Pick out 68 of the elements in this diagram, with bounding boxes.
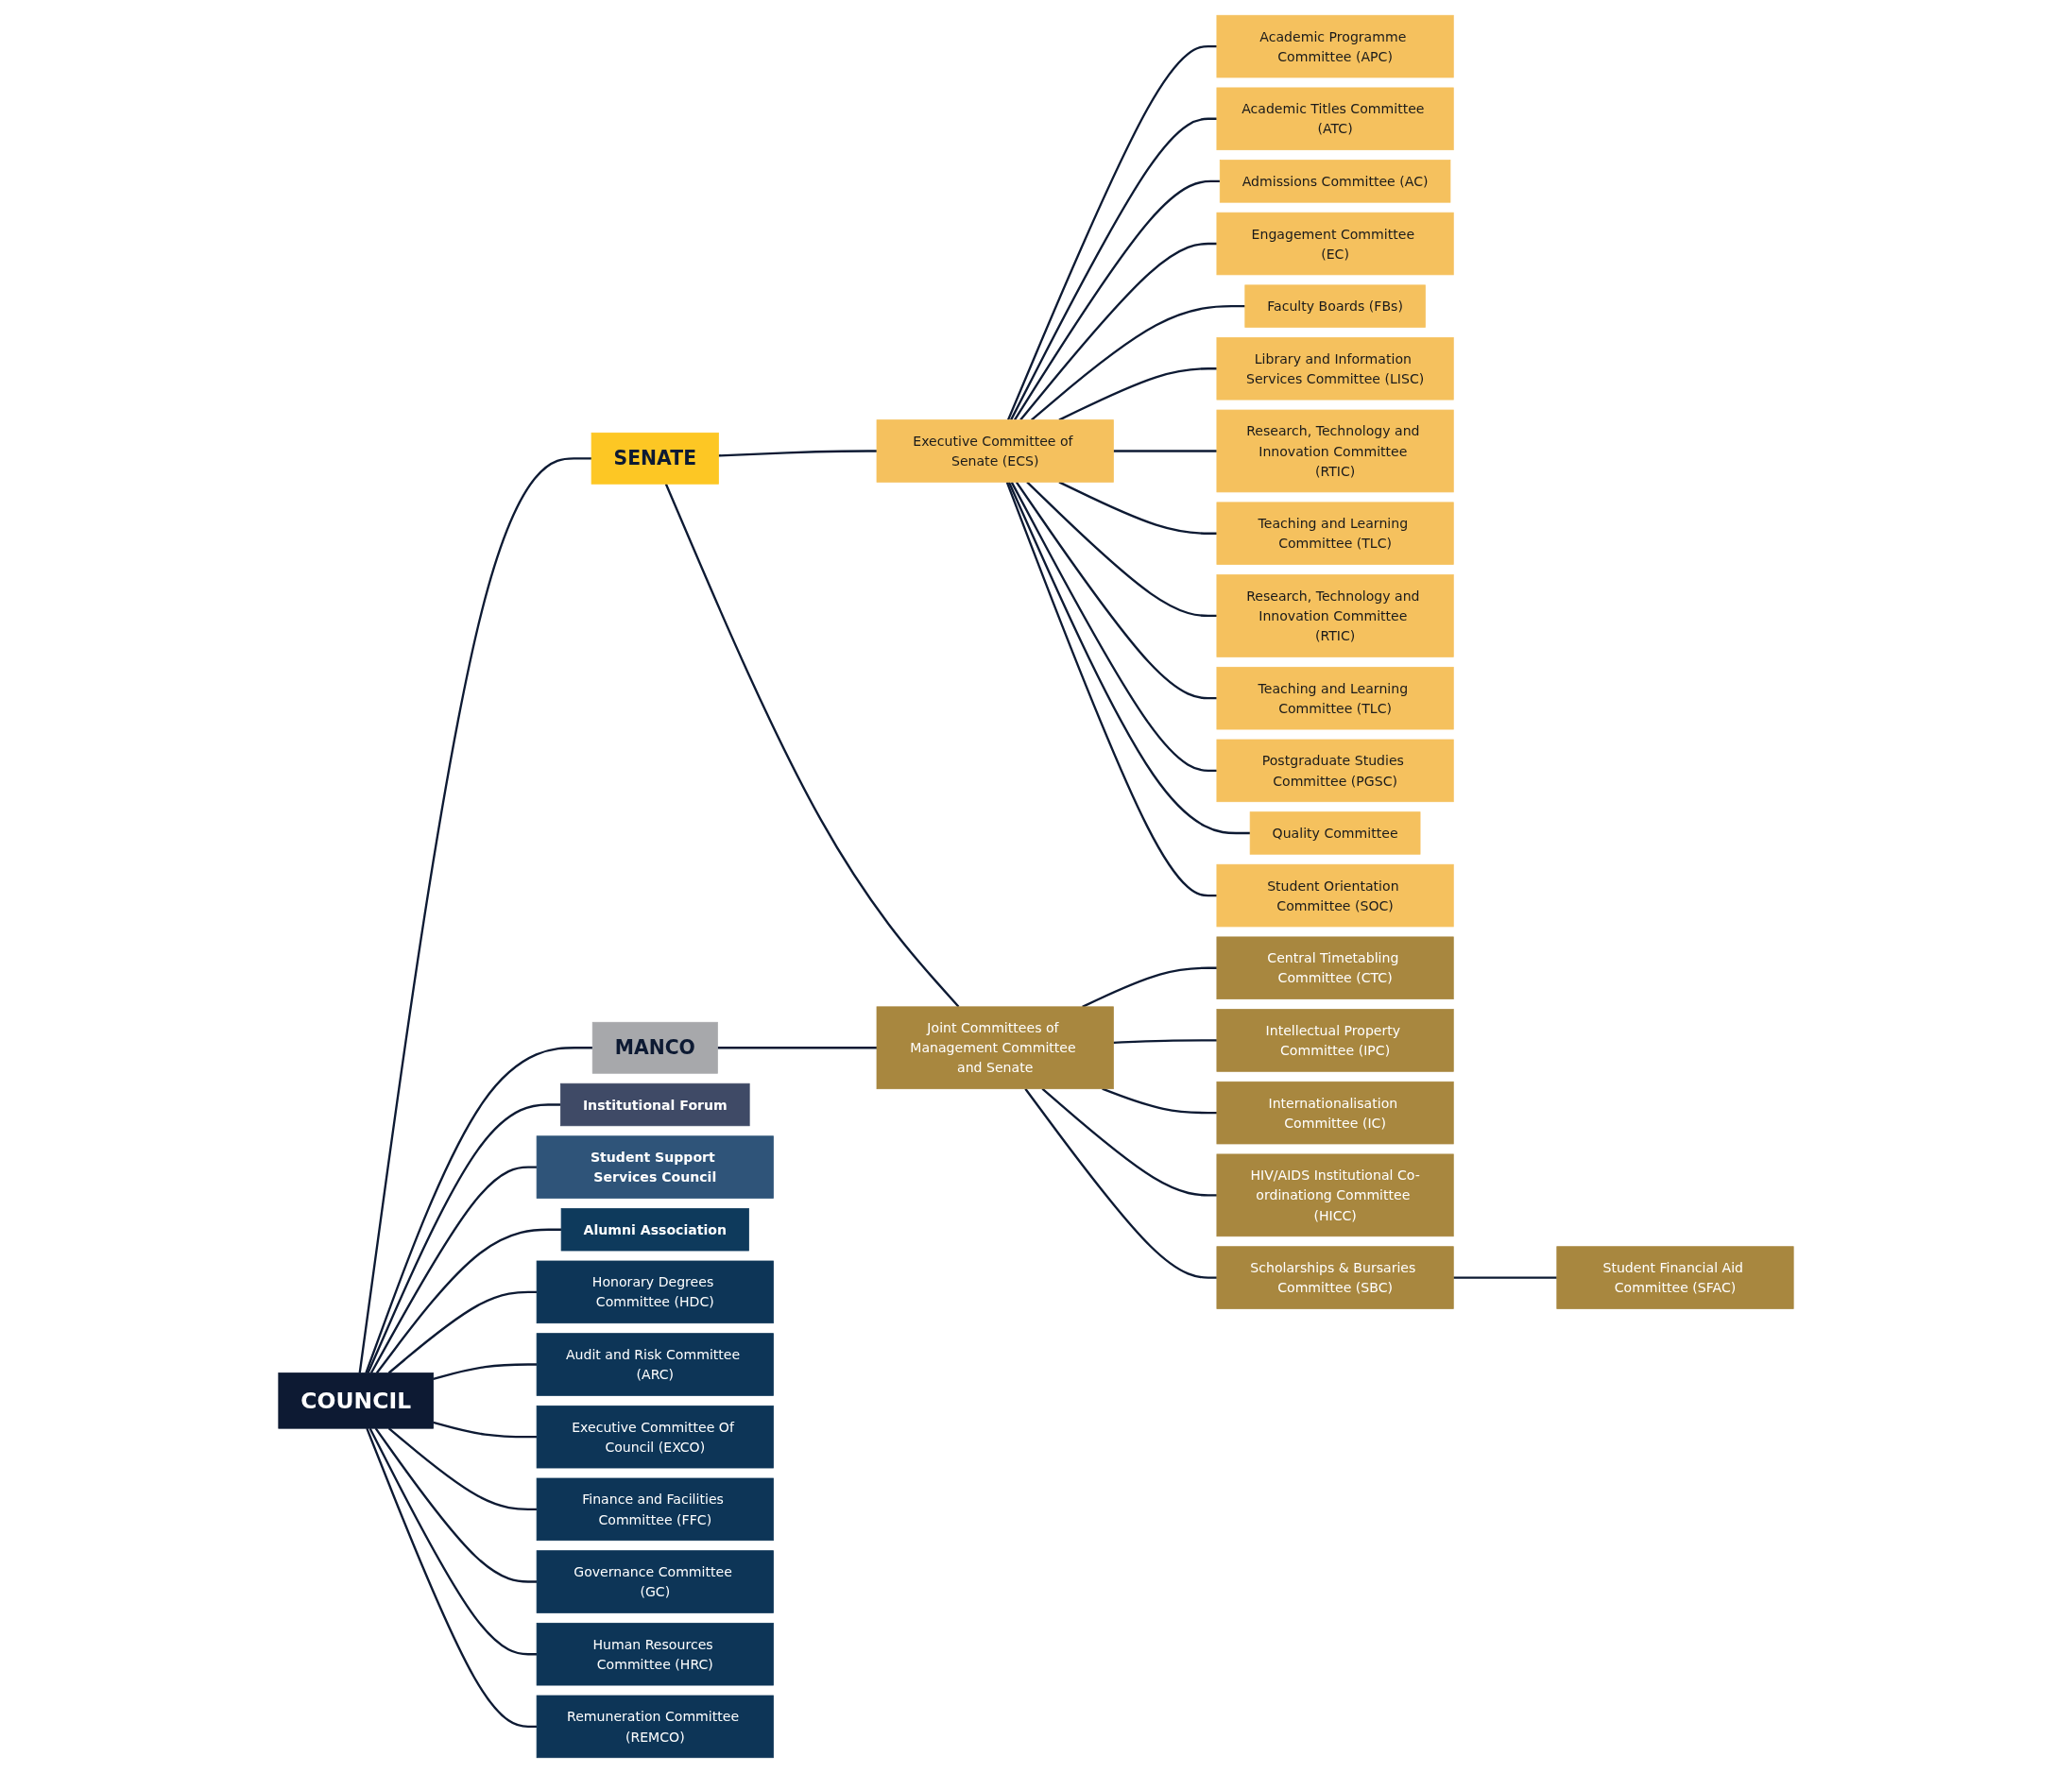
connector (387, 1427, 538, 1511)
connector (1058, 481, 1217, 535)
connector (367, 1103, 561, 1373)
node-box: MANCO (591, 1021, 718, 1074)
node-box: Research, Technology and Innovation Committee (RTIC) (1216, 574, 1454, 657)
connector (1453, 1276, 1557, 1279)
connector (1031, 304, 1245, 421)
connector (433, 1421, 538, 1439)
connector (368, 1427, 538, 1656)
connector (1010, 481, 1217, 773)
connector (718, 450, 877, 457)
connector (1024, 1088, 1217, 1279)
node-box: Student Orientation Committee (SOC) (1216, 863, 1454, 928)
connector (717, 1047, 877, 1049)
node-box: SENATE (591, 432, 719, 485)
connector (1058, 367, 1217, 421)
node-box: Remuneration Committee (REMCO) (536, 1695, 774, 1759)
connector (365, 1047, 593, 1373)
node-box: Institutional Forum (560, 1083, 750, 1127)
connector (1009, 117, 1217, 421)
node-box: Academic Titles Committee (ATC) (1216, 87, 1454, 151)
node-box: Research, Technology and Innovation Committee (RTIC) (1216, 409, 1454, 493)
node-box: Governance Committee (GC) (536, 1550, 774, 1613)
node-box: Executive Committee Of Council (EXCO) (536, 1405, 774, 1469)
connector (374, 1427, 538, 1583)
node-box: Academic Programme Committee (APC) (1216, 14, 1454, 78)
connector (1113, 1039, 1217, 1044)
connector (1015, 481, 1217, 700)
node-box: Library and Information Services Committee (LISC) (1216, 337, 1454, 401)
connector (1005, 481, 1217, 897)
node-box: Executive Committee of Senate (ECS) (876, 419, 1114, 483)
node-box: Teaching and Learning Committee (TLC) (1216, 502, 1454, 565)
connector (664, 483, 960, 1008)
connector (366, 1427, 538, 1729)
node-box: Postgraduate Studies Committee (PGSC) (1216, 739, 1454, 803)
connector (369, 1166, 538, 1374)
connector (1006, 44, 1217, 421)
connector (433, 1363, 538, 1380)
connector (375, 1228, 562, 1374)
node-box: Internationalisation Committee (IC) (1216, 1081, 1454, 1145)
node-box: HIV/AIDS Institutional Co-ordinationg Committee (HICC) (1216, 1153, 1454, 1237)
connector (1026, 481, 1217, 618)
connector (1082, 966, 1217, 1008)
node-box: Audit and Risk Committee (ARC) (536, 1333, 774, 1396)
connector (1013, 179, 1221, 421)
connector (358, 457, 592, 1373)
connector (1102, 1087, 1217, 1115)
node-box: Scholarships & Bursaries Committee (SBC) (1216, 1246, 1454, 1309)
node-box: Teaching and Learning Committee (TLC) (1216, 666, 1454, 730)
connector (1041, 1087, 1217, 1197)
node-box: Finance and Facilities Committee (FFC) (536, 1477, 774, 1542)
node-box: COUNCIL (278, 1372, 434, 1429)
node-box: Alumni Association (560, 1208, 749, 1252)
connector (1007, 481, 1251, 835)
node-box: Quality Committee (1249, 811, 1421, 855)
node-box: Student Financial Aid Committee (SFAC) (1556, 1246, 1794, 1309)
node-box: Joint Committees of Management Committee and Senate (876, 1006, 1114, 1090)
node-box: Engagement Committee (EC) (1216, 212, 1454, 276)
node-box: Central Timetabling Committee (CTC) (1216, 936, 1454, 999)
connector (1113, 450, 1217, 452)
node-box: Honorary Degrees Committee (HDC) (536, 1260, 774, 1324)
node-box: Admissions Committee (AC) (1219, 160, 1451, 203)
connector (387, 1290, 538, 1374)
node-box: Faculty Boards (FBs) (1244, 284, 1426, 328)
connector (1019, 242, 1217, 421)
node-box: Student Support Services Council (536, 1135, 774, 1199)
node-box: Intellectual Property Committee (IPC) (1216, 1009, 1454, 1072)
node-box: Human Resources Committee (HRC) (536, 1622, 774, 1686)
